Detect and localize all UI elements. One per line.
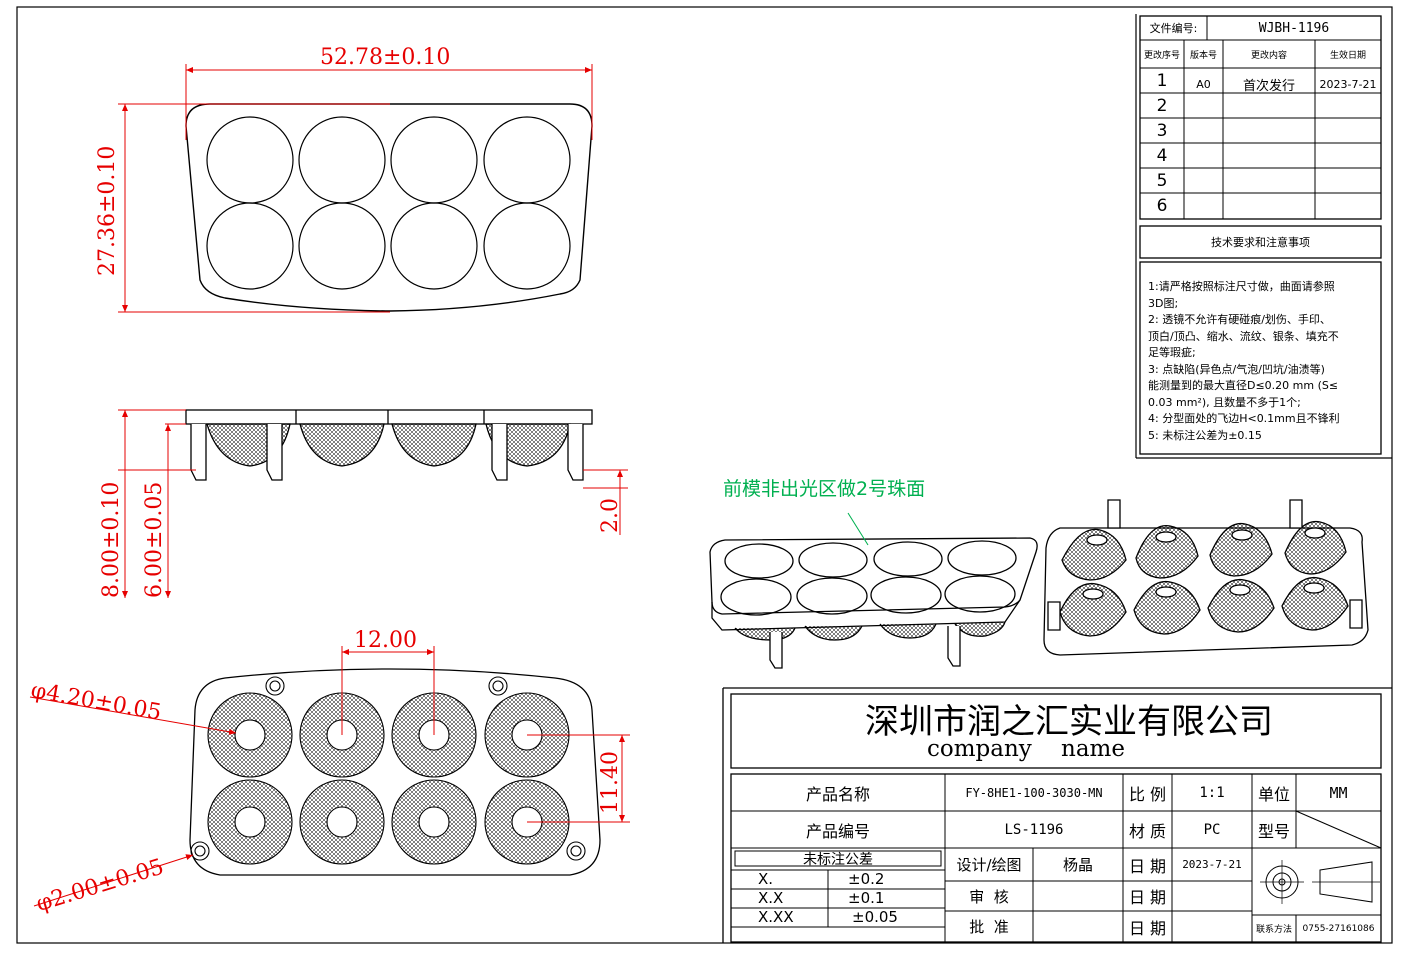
rev-row-content: 首次发行 <box>1242 79 1295 94</box>
dim-width: 52.78±0.10 <box>320 45 451 70</box>
tolerance-title: 未标注公差 <box>803 851 873 868</box>
dim-height: 27.36±0.10 <box>95 145 120 276</box>
rev-row-seq: 5 <box>1156 170 1168 191</box>
tech-note-line: 3D图; <box>1148 296 1179 310</box>
tech-note-line: 足等瑕疵; <box>1148 346 1196 359</box>
tolerance-value: ±0.1 <box>848 889 885 907</box>
dim-total-thickness: 8.00±0.10 <box>99 481 124 598</box>
review-date-label: 日 期 <box>1128 888 1167 907</box>
contact-value: 0755-27161086 <box>1302 923 1375 934</box>
revision-block-grid <box>1135 14 1392 459</box>
dim-pitch-x: 12.00 <box>354 628 417 653</box>
scale-value: 1:1 <box>1199 784 1225 801</box>
rev-row-seq: 2 <box>1156 95 1168 116</box>
drawing-frame <box>16 6 1393 944</box>
material-label: 材 质 <box>1128 821 1167 841</box>
tech-note-line: 3: 点缺陷(异色点/气泡/凹坑/油渍等) <box>1148 362 1325 376</box>
date-label: 日 期 <box>1128 856 1167 876</box>
unit-value: MM <box>1329 783 1348 802</box>
review-label: 审 核 <box>969 887 1009 906</box>
dim-body-thickness: 6.00±0.05 <box>142 481 167 598</box>
approve-label: 批 准 <box>969 918 1009 936</box>
company-name: 深圳市润之汇实业有限公司 <box>865 701 1273 742</box>
rev-header-seq: 更改序号 <box>1143 50 1180 61</box>
top-view-dims <box>118 64 593 313</box>
company-sub: company name <box>927 736 1125 762</box>
top-view <box>185 103 593 312</box>
tolerance-value: ±0.05 <box>852 908 898 926</box>
side-view <box>185 409 593 481</box>
tech-notes-body: 1:请严格按照标注尺寸做，曲面请参照 3D图; 2: 透镜不允许有硬碰痕/划伤、… <box>1148 279 1378 444</box>
product-no: LS-1196 <box>1004 821 1064 838</box>
tolerance-fmt: X. <box>758 870 774 888</box>
tolerance-fmt: X.X <box>758 889 784 907</box>
tech-note-line: 能测量到的最大直径D≤0.20 mm (S≤ <box>1148 379 1339 392</box>
tech-note-line: 4: 分型面处的飞边H<0.1mm且不锋利 <box>1148 412 1340 425</box>
rev-row-version: A0 <box>1196 78 1211 91</box>
rev-row-seq: 6 <box>1156 196 1168 216</box>
tech-note-line: 5: 未标注公差为±0.15 <box>1148 428 1262 442</box>
tech-note-line: 2: 透镜不允许有硬碰痕/划伤、手印、 <box>1148 313 1331 326</box>
rev-row-seq: 4 <box>1156 145 1168 166</box>
approve-date-label: 日 期 <box>1128 918 1167 938</box>
doc-no-label: 文件编号: <box>1149 22 1198 35</box>
doc-no: WJBH-1196 <box>1258 20 1330 36</box>
material-value: PC <box>1203 821 1221 838</box>
iso-view-front <box>709 537 1038 669</box>
scale-label: 比 例 <box>1128 784 1167 804</box>
tech-note-line: 顶白/顶凸、缩水、流纹、银条、填充不 <box>1148 329 1339 343</box>
tech-note-line: 1:请严格按照标注尺寸做，曲面请参照 <box>1148 280 1335 293</box>
iso-view-back <box>1043 499 1369 656</box>
title-block-grid <box>722 687 1392 943</box>
product-name-label: 产品名称 <box>805 784 870 804</box>
rev-row-date: 2023-7-21 <box>1319 78 1377 91</box>
dim-pitch-y: 11.40 <box>598 751 623 814</box>
bottom-view-dims <box>29 646 630 907</box>
rev-row-seq: 3 <box>1156 120 1168 141</box>
rev-header-version: 版本号 <box>1189 50 1217 61</box>
product-name: FY-8HE1-100-3030-MN <box>965 785 1103 800</box>
rev-header-content: 更改内容 <box>1250 50 1287 61</box>
dim-pin-height: 2.0 <box>598 498 623 533</box>
tolerance-value: ±0.2 <box>848 870 885 888</box>
rev-row-seq: 1 <box>1156 70 1168 91</box>
tolerance-fmt: X.XX <box>758 908 794 926</box>
surface-annotation: 前模非出光区做2号珠面 <box>723 478 926 500</box>
tech-note-line: 0.03 mm²), 且数量不多于1个; <box>1148 395 1301 409</box>
annotation-leader <box>847 512 869 546</box>
side-view-dims <box>118 409 628 598</box>
designer-label: 设计/绘图 <box>956 856 1022 874</box>
contact-label: 联系方法 <box>1255 925 1292 935</box>
bottom-view <box>189 668 601 876</box>
rev-header-date: 生效日期 <box>1329 50 1366 61</box>
unit-label: 单位 <box>1257 784 1290 804</box>
designer-value: 杨晶 <box>1062 856 1093 874</box>
date-value: 2023-7-21 <box>1182 858 1242 871</box>
model-label: 型号 <box>1257 821 1290 841</box>
product-no-label: 产品编号 <box>805 821 870 841</box>
tech-notes-title: 技术要求和注意事项 <box>1211 236 1310 249</box>
